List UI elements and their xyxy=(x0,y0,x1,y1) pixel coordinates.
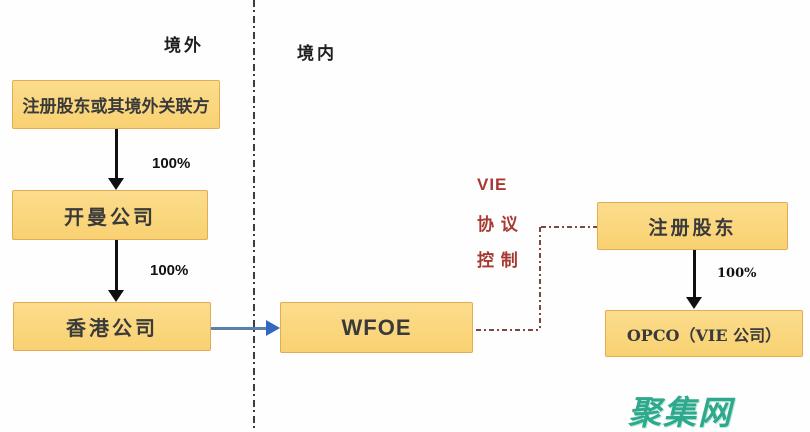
arrow-shaft xyxy=(114,129,118,178)
arrow-shaft xyxy=(211,327,268,330)
arrow-shaft xyxy=(692,250,696,297)
box-overseas-shareholders: 注册股东或其境外关联方 xyxy=(12,80,220,129)
box-wfoe: WFOE xyxy=(280,302,473,353)
juji-site-watermark: 聚集网 xyxy=(628,394,733,431)
vie-note-line2: 协 议 xyxy=(477,215,519,234)
arrow-shareholders-to-opco xyxy=(686,250,702,309)
arrow-shareholders-to-cayman xyxy=(108,129,124,190)
arrow-head-right xyxy=(266,320,280,336)
region-label-overseas: 境外 xyxy=(164,36,204,55)
ownership-pct-label: 100% xyxy=(717,266,757,281)
arrow-head-down xyxy=(108,290,124,302)
vie-connector-horizontal-upper xyxy=(541,226,597,228)
region-divider-line xyxy=(253,0,255,432)
vie-connector-vertical xyxy=(539,227,541,331)
box-opco-vie-company: OPCO（VIE 公司） xyxy=(605,310,803,357)
vie-note-line3: 控 制 xyxy=(477,251,519,270)
box-cayman-company: 开曼公司 xyxy=(12,190,208,240)
ownership-pct-label: 100% xyxy=(152,155,191,172)
arrow-head-down xyxy=(686,297,702,309)
arrow-shaft xyxy=(114,240,118,290)
vie-note-line1: VIE xyxy=(477,175,508,194)
arrow-cayman-to-hongkong xyxy=(108,240,124,302)
vie-connector-horizontal-lower xyxy=(476,329,540,331)
box-hongkong-company: 香港公司 xyxy=(13,302,211,351)
arrow-hongkong-to-wfoe xyxy=(211,320,280,337)
arrow-head-down xyxy=(108,178,124,190)
region-label-domestic: 境内 xyxy=(297,44,337,63)
ownership-pct-label: 100% xyxy=(150,262,189,279)
box-registered-shareholders: 注册股东 xyxy=(597,202,788,250)
